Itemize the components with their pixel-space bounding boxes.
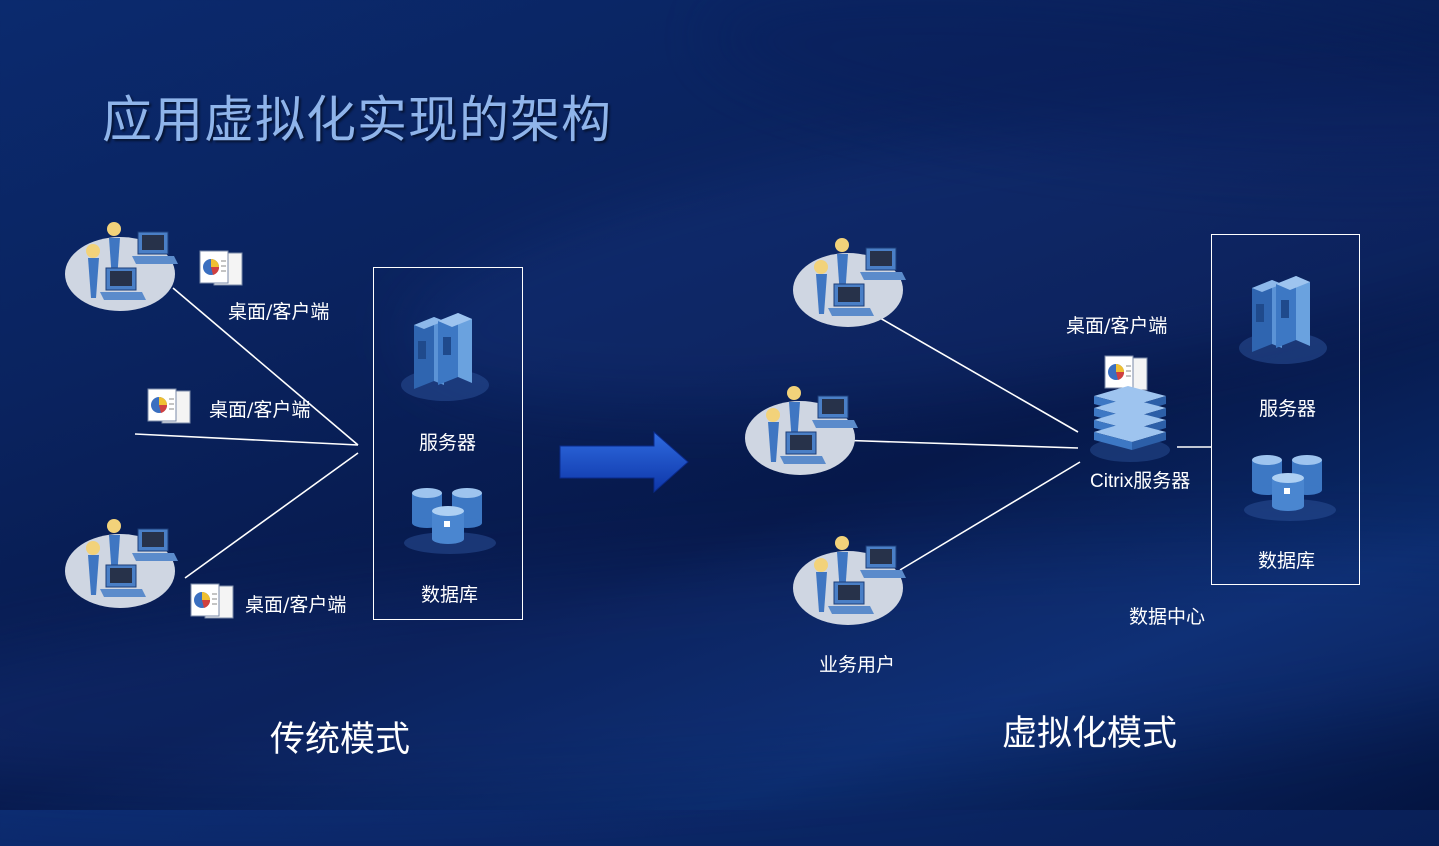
line-vgroup2-to-citrix <box>835 439 1079 449</box>
traditional-mode-label: 传统模式 <box>270 720 411 760</box>
line-vgroup1-to-citrix <box>879 317 1079 433</box>
database-icon <box>404 488 496 554</box>
user-group-icon <box>65 222 178 311</box>
server-tower-icon <box>1239 276 1327 364</box>
line-client2-to-server <box>134 433 359 446</box>
app-document-icon <box>147 388 191 424</box>
user-group-icon <box>65 519 178 608</box>
database-icon <box>1244 455 1336 521</box>
datacenter-label: 数据中心 <box>1129 606 1206 628</box>
datacenter-box <box>1211 234 1360 585</box>
citrix-server-label: Citrix服务器 <box>1090 471 1191 492</box>
rack-server-icon <box>1090 386 1170 462</box>
connector-lines <box>0 0 1439 810</box>
virtual-mode-label: 虚拟化模式 <box>1002 714 1178 754</box>
business-users-label: 业务用户 <box>819 654 896 676</box>
right-arrow-icon <box>559 430 689 494</box>
client-label: 桌面/客户端 <box>209 399 311 421</box>
line-client1-to-server <box>172 287 359 446</box>
server-label: 服务器 <box>1259 398 1317 420</box>
app-document-icon <box>190 583 234 619</box>
database-label: 数据库 <box>421 584 479 606</box>
client-label: 桌面/客户端 <box>245 594 347 616</box>
server-tower-icon <box>401 313 489 401</box>
database-label: 数据库 <box>1258 550 1316 572</box>
server-label: 服务器 <box>419 432 477 454</box>
user-group-icon <box>745 386 858 475</box>
line-vgroup3-to-citrix <box>899 461 1081 571</box>
line-client3-to-server <box>184 452 359 579</box>
app-document-icon <box>199 250 243 286</box>
user-group-icon <box>793 238 906 327</box>
app-document-icon <box>1104 355 1148 391</box>
client-label: 桌面/客户端 <box>1066 315 1168 337</box>
traditional-server-box <box>373 267 523 620</box>
client-label: 桌面/客户端 <box>228 301 330 323</box>
user-group-icon <box>793 536 906 625</box>
page-title: 应用虚拟化实现的架构 <box>102 91 612 149</box>
